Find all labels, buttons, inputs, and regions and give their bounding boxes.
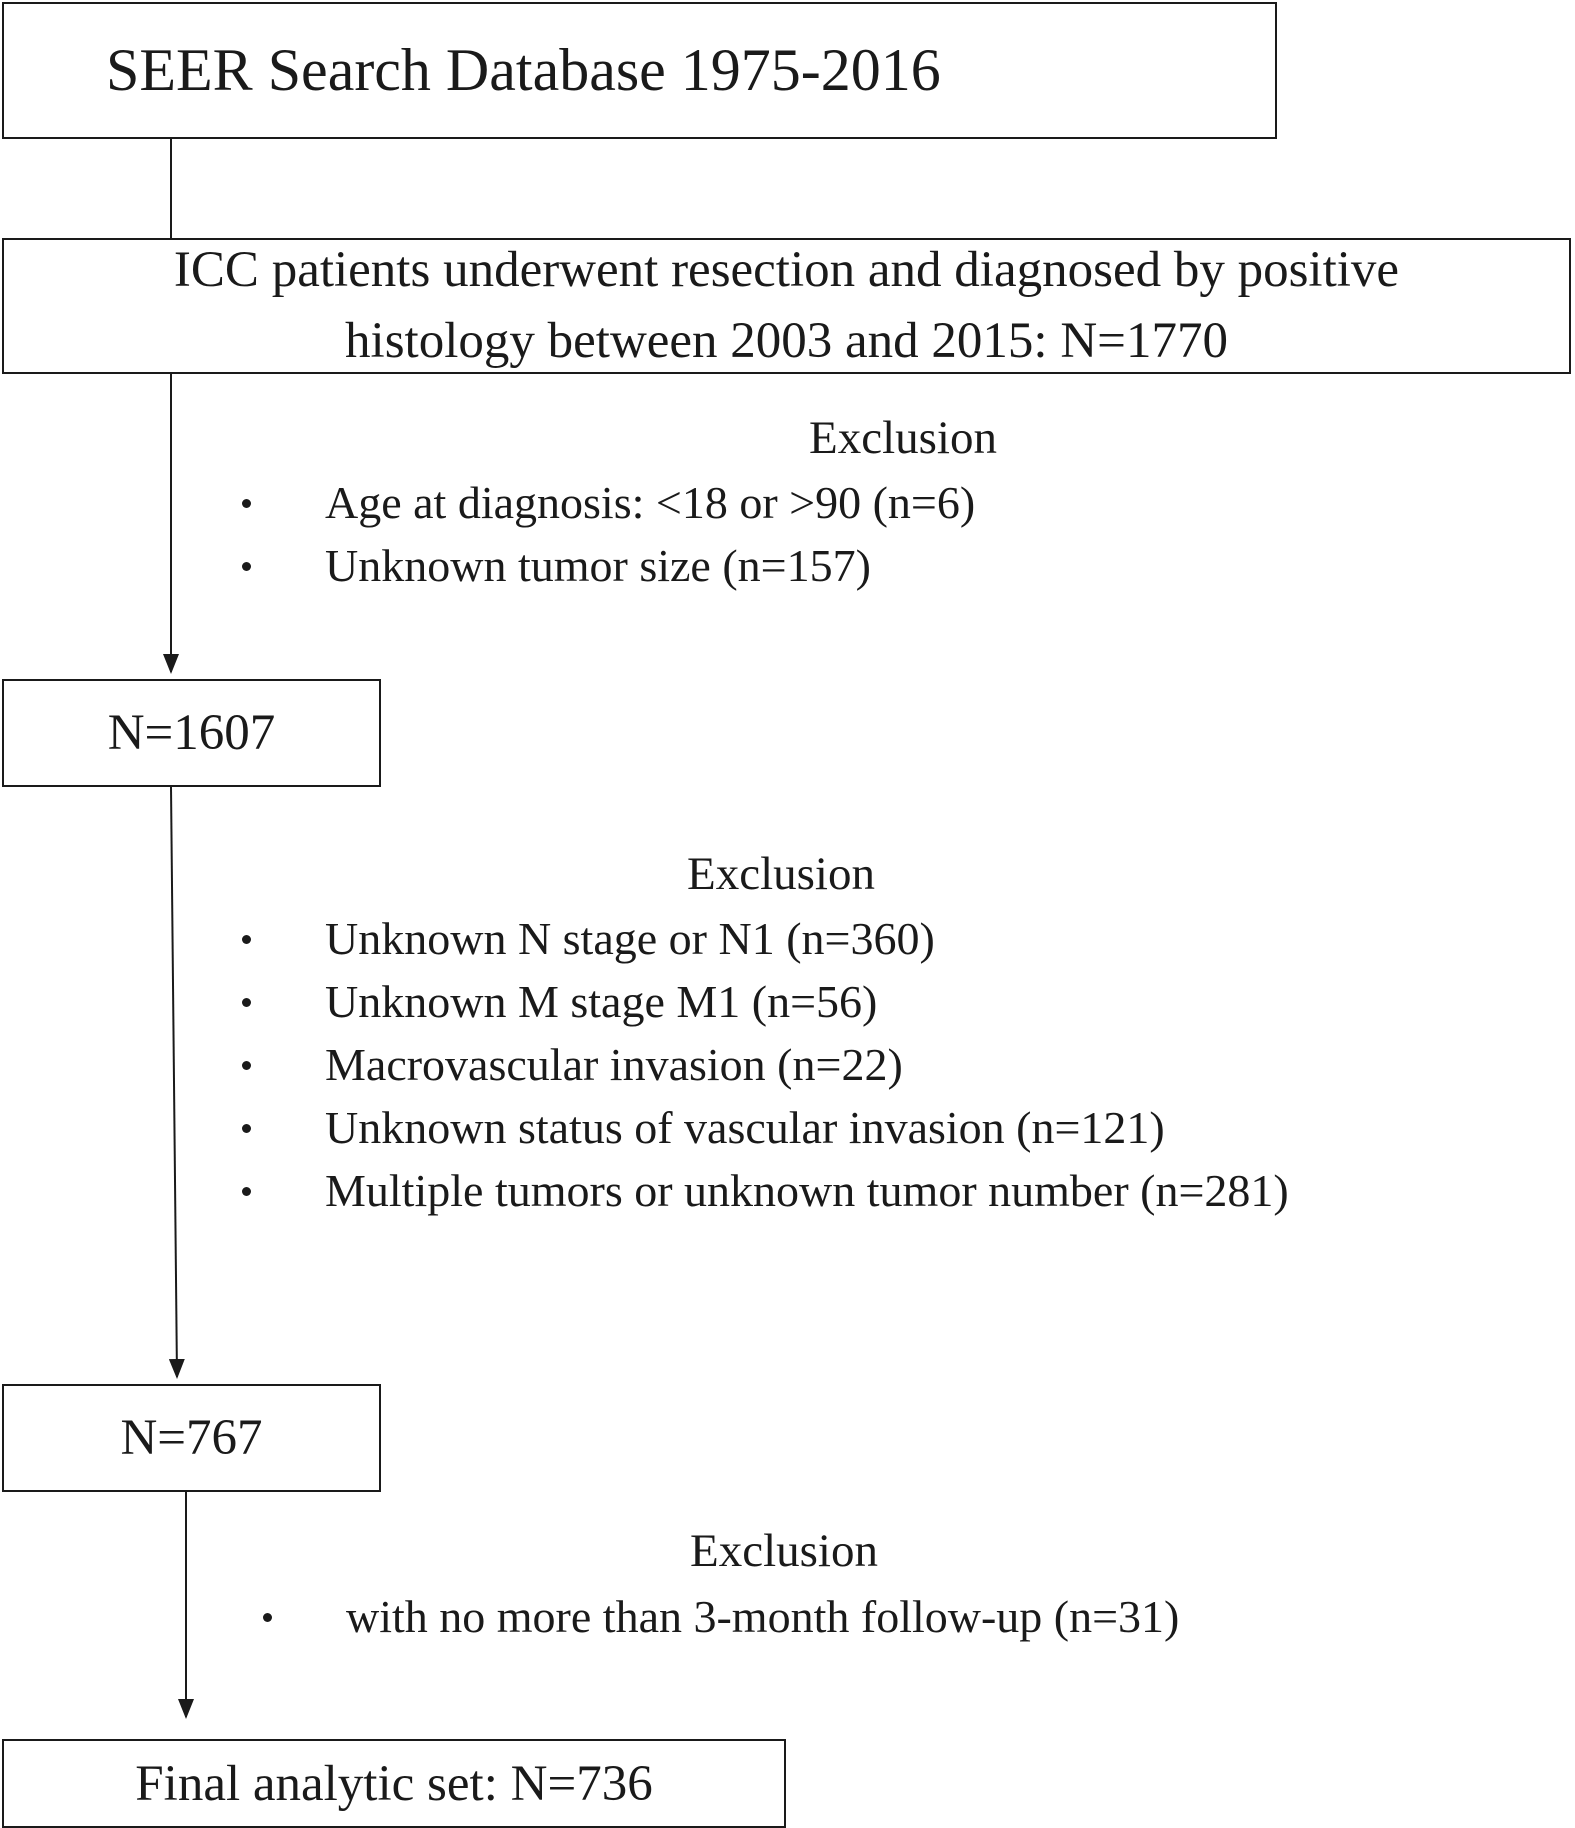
exclusion-3-list: with no more than 3-month follow-up (n=3… [263,1585,1463,1648]
exclusion-1-title: Exclusion [809,412,997,464]
n1607-label: N=1607 [107,705,276,761]
exclusion-2-item: Unknown M stage M1 (n=56) [242,970,1302,1033]
n1607-box: N=1607 [2,679,381,787]
initial-cohort-line-1: ICC patients underwent resection and dia… [173,242,1400,298]
exclusion-2-item: Multiple tumors or unknown tumor number … [242,1159,1302,1222]
exclusion-2-list: Unknown N stage or N1 (n=360) Unknown M … [242,907,1302,1222]
n767-label: N=767 [120,1410,263,1466]
exclusion-1-item: Unknown tumor size (n=157) [242,534,1442,597]
initial-cohort-text: ICC patients underwent resection and dia… [174,235,1399,377]
source-database-label: SEER Search Database 1975-2016 [106,37,941,103]
source-database-box: SEER Search Database 1975-2016 [2,2,1277,139]
exclusion-2-item: Unknown status of vascular invasion (n=1… [242,1096,1302,1159]
exclusion-1-list: Age at diagnosis: <18 or >90 (n=6) Unkno… [242,471,1442,597]
initial-cohort-box: ICC patients underwent resection and dia… [2,238,1571,374]
exclusion-2-item: Macrovascular invasion (n=22) [242,1033,1302,1096]
exclusion-3-item: with no more than 3-month follow-up (n=3… [263,1585,1463,1648]
arrow-n1607-to-n767 [168,786,185,1379]
exclusion-1-item: Age at diagnosis: <18 or >90 (n=6) [242,471,1442,534]
final-analytic-set-label: Final analytic set: N=736 [135,1755,653,1812]
initial-cohort-line-2: histology between 2003 and 2015: N=1770 [345,313,1228,369]
exclusion-2-title: Exclusion [687,848,875,900]
final-analytic-set-box: Final analytic set: N=736 [2,1739,786,1828]
exclusion-2-item: Unknown N stage or N1 (n=360) [242,907,1302,970]
exclusion-3-title: Exclusion [690,1525,878,1577]
n767-box: N=767 [2,1384,381,1492]
